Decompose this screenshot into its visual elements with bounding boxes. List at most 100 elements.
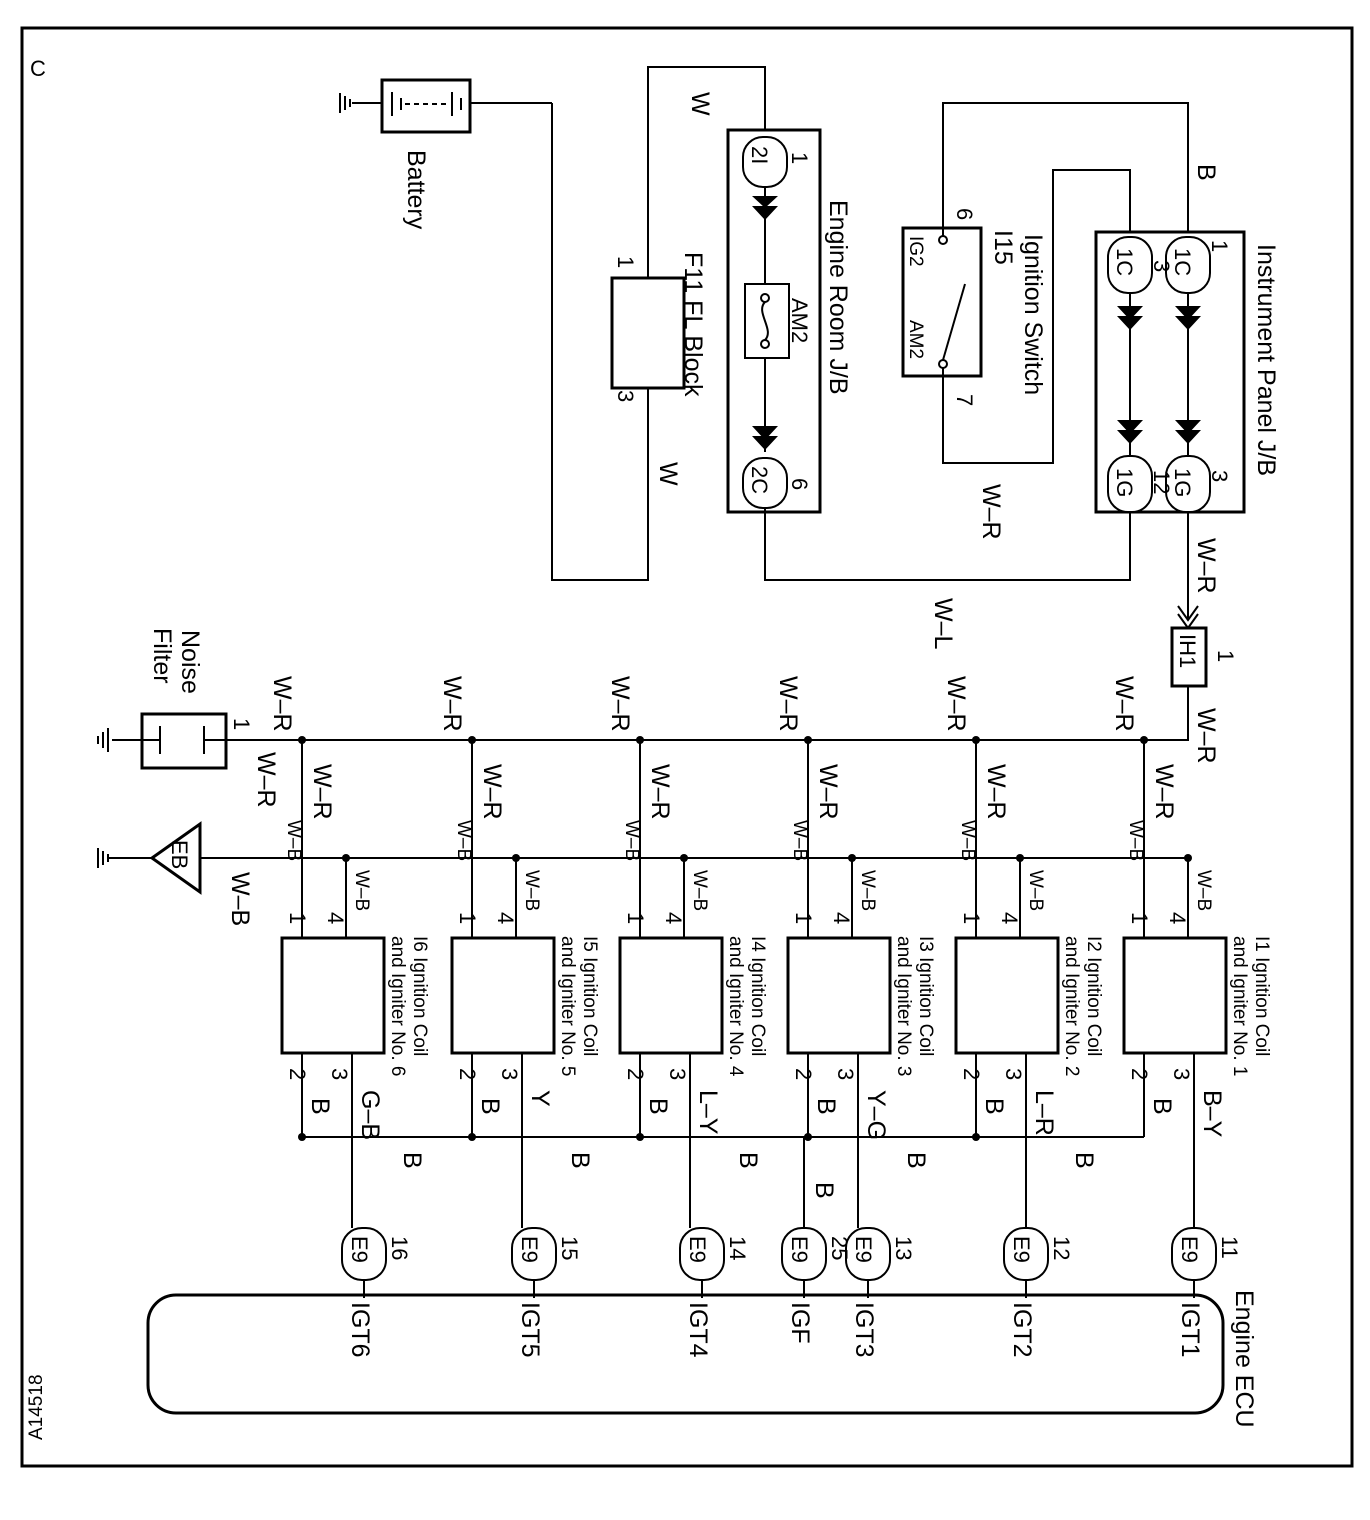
engine-room-jb: 2I 1 AM2 2C 6 Engine Room J/B bbox=[726, 128, 852, 514]
coil-4-box bbox=[618, 936, 724, 1055]
coil-3-ground-node bbox=[848, 854, 856, 862]
coil-3-power-node bbox=[804, 736, 812, 744]
ipjb-arrow-g1 bbox=[1175, 420, 1201, 444]
switch-wires: B W–R bbox=[942, 102, 1220, 540]
coil-5-label-1: I5 Ignition Coil bbox=[579, 936, 600, 1056]
coil-1-pin1: 1 bbox=[1127, 912, 1152, 924]
coil-5-pin1: 1 bbox=[455, 912, 480, 924]
noise-filter: 1 Noise Filter W–R bbox=[97, 628, 280, 808]
coil-1-power-node bbox=[1140, 736, 1148, 744]
coil-6-power-node bbox=[298, 736, 306, 744]
coil-6-signal-color: G–B bbox=[356, 1090, 384, 1140]
ecu-pin-name-igt3: IGT3 bbox=[850, 1302, 878, 1358]
wire-wr-switch: W–R bbox=[977, 484, 1005, 540]
coil-6-label-1: I6 Ignition Coil bbox=[409, 936, 430, 1056]
switch-term-ig2: IG2 bbox=[905, 236, 926, 267]
coil-1-pin3: 3 bbox=[1169, 1068, 1194, 1080]
coil-4-label-2: and Igniter No. 4 bbox=[725, 936, 746, 1077]
bus-power-color-4: W–R bbox=[606, 676, 634, 732]
coil-6-power-color: W–R bbox=[308, 764, 336, 820]
ipjb-c1-pin: 1 bbox=[1207, 240, 1232, 252]
b-bus-color-5: B bbox=[398, 1152, 426, 1169]
ipjb-c2: 1C bbox=[1112, 248, 1137, 276]
ipjb-arrow-c2 bbox=[1117, 306, 1143, 330]
noise-filter-label-2: Filter bbox=[148, 628, 176, 684]
corner-letter: C bbox=[30, 56, 46, 81]
battery: Battery bbox=[339, 78, 552, 230]
bus-power-color-3: W–R bbox=[774, 676, 802, 732]
ipjb-arrow-c1 bbox=[1175, 306, 1201, 330]
erjb-fuse-label: AM2 bbox=[787, 298, 812, 343]
ipjb-g1: 1G bbox=[1170, 468, 1195, 497]
bus-ground-color-3: W–B bbox=[789, 820, 810, 861]
coil-4-power-color: W–R bbox=[646, 764, 674, 820]
instrument-panel-jb: 1C 1C 3 1 1G 1G 12 3 Instrument Panel J/… bbox=[1094, 230, 1280, 514]
wire-wl: W–L bbox=[929, 598, 957, 650]
bus-ground-color-5: W–B bbox=[453, 820, 474, 861]
switch-pin-am2: 7 bbox=[952, 394, 977, 406]
coil-5-pin4: 4 bbox=[493, 912, 518, 924]
coil-1-pin2: 2 bbox=[1127, 1068, 1152, 1080]
coil-5-power-color: W–R bbox=[478, 764, 506, 820]
coil-3-box bbox=[786, 936, 892, 1055]
coil-4-b-color: B bbox=[644, 1098, 672, 1115]
wire-wr-noise: W–R bbox=[252, 752, 280, 808]
coil-1-box bbox=[1122, 936, 1228, 1055]
coil-4-pin2: 2 bbox=[623, 1068, 648, 1080]
figure-code: A14518 bbox=[26, 1374, 47, 1440]
ecu-pin-name-igf: IGF bbox=[786, 1302, 814, 1344]
coil-1-pin4: 4 bbox=[1165, 912, 1190, 924]
wire-w-top: W bbox=[686, 92, 714, 116]
coil-6-pin3: 3 bbox=[327, 1068, 352, 1080]
switch-ref: I15 bbox=[989, 230, 1017, 265]
coil-6-pin4: 4 bbox=[323, 912, 348, 924]
coil-4-label-1: I4 Ignition Coil bbox=[747, 936, 768, 1056]
ipjb-g2-pin: 12 bbox=[1149, 470, 1174, 494]
switch-label: Ignition Switch bbox=[1019, 234, 1047, 395]
bus-power-color-2: W–R bbox=[942, 676, 970, 732]
ipjb-g1-pin: 3 bbox=[1207, 470, 1232, 482]
ecu-pin-name-igt6: IGT6 bbox=[346, 1302, 374, 1358]
ecu-conn-label-igt1: E9 bbox=[1177, 1236, 1202, 1263]
coil-3-power-color: W–R bbox=[814, 764, 842, 820]
erjb-conn-in: 2I bbox=[747, 146, 772, 164]
b-bus-color-1: B bbox=[1070, 1152, 1098, 1169]
coil-4-pin4: 4 bbox=[661, 912, 686, 924]
diagram-frame bbox=[20, 26, 1354, 1468]
coil-4-pin1: 1 bbox=[623, 912, 648, 924]
coil-6-b-color: B bbox=[306, 1098, 334, 1115]
coil-5-b-color: B bbox=[476, 1098, 504, 1115]
fl-block-pin-in: 1 bbox=[613, 256, 638, 268]
coil-2-power-node bbox=[972, 736, 980, 744]
ipjb-arrow-g2 bbox=[1117, 420, 1143, 444]
coil-5-box bbox=[450, 936, 556, 1055]
wire-wr-ih1: W–R bbox=[1192, 708, 1220, 764]
ecu-pin-number-igt2: 12 bbox=[1049, 1236, 1074, 1260]
coil-5-ground-node bbox=[512, 854, 520, 862]
coil-2-ground-color: W–B bbox=[1025, 870, 1046, 911]
coil-2-ground-node bbox=[1016, 854, 1024, 862]
ecu-pin-name-igt1: IGT1 bbox=[1176, 1302, 1204, 1358]
coil-3-label-1: I3 Ignition Coil bbox=[915, 936, 936, 1056]
ground-eb: EB W–B bbox=[97, 821, 1188, 926]
ecu-conn-label-igt2: E9 bbox=[1009, 1236, 1034, 1263]
switch-term-am2: AM2 bbox=[905, 320, 926, 359]
ecu-conn-label-igt6: E9 bbox=[347, 1236, 372, 1263]
ih1-label: IH1 bbox=[1175, 634, 1200, 668]
engine-ecu: Engine ECU bbox=[146, 1290, 1258, 1428]
bus-ground-color-2: W–B bbox=[957, 820, 978, 861]
bus-ground-color-6: W–B bbox=[283, 820, 304, 861]
ecu-pin-name-igt4: IGT4 bbox=[684, 1302, 712, 1358]
bus-power-color-5: W–R bbox=[438, 676, 466, 732]
coil-2-box bbox=[954, 936, 1060, 1055]
ih1-junction: W–R IH1 1 W–R bbox=[145, 512, 1238, 764]
coil-6-pin2: 2 bbox=[285, 1068, 310, 1080]
ipjb-g2: 1G bbox=[1112, 468, 1137, 497]
coil-1-label-1: I1 Ignition Coil bbox=[1251, 936, 1272, 1056]
fl-block: 1 3 F11 FL Block bbox=[610, 252, 707, 402]
coil-1-label-2: and Igniter No. 1 bbox=[1229, 936, 1250, 1076]
wire-w-bottom: W bbox=[654, 462, 682, 486]
b-bus-color-4: B bbox=[566, 1152, 594, 1169]
ecu-pin-name-igt5: IGT5 bbox=[516, 1302, 544, 1358]
